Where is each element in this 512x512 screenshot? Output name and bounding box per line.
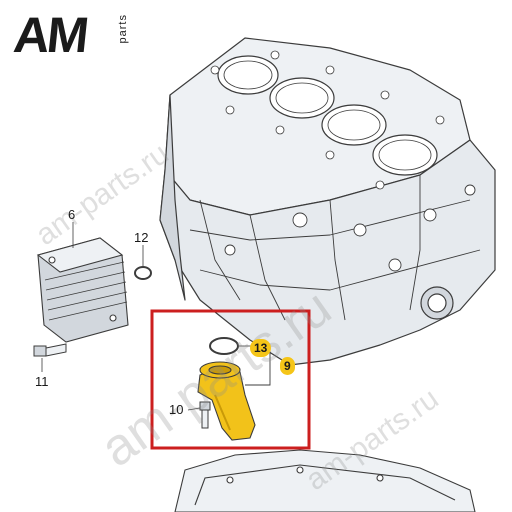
callout-13: 13 xyxy=(250,339,272,357)
callout-10: 10 xyxy=(169,402,184,417)
callout-12: 12 xyxy=(134,230,149,245)
brand-logo: AM xyxy=(11,7,89,63)
brand-logo-sub: parts xyxy=(117,14,129,44)
oil-filler-neck xyxy=(197,361,256,441)
o-ring-13 xyxy=(209,337,239,355)
bolt-11 xyxy=(33,343,67,357)
callout-9: 9 xyxy=(280,357,295,375)
callout-6: 6 xyxy=(68,207,76,222)
bolt-10 xyxy=(199,401,211,429)
callout-11: 11 xyxy=(35,374,49,389)
highlight-box xyxy=(150,309,311,450)
oil-pan xyxy=(174,449,476,512)
oil-cooler xyxy=(36,237,129,343)
engine-block xyxy=(159,37,496,366)
o-ring-12 xyxy=(134,266,152,280)
